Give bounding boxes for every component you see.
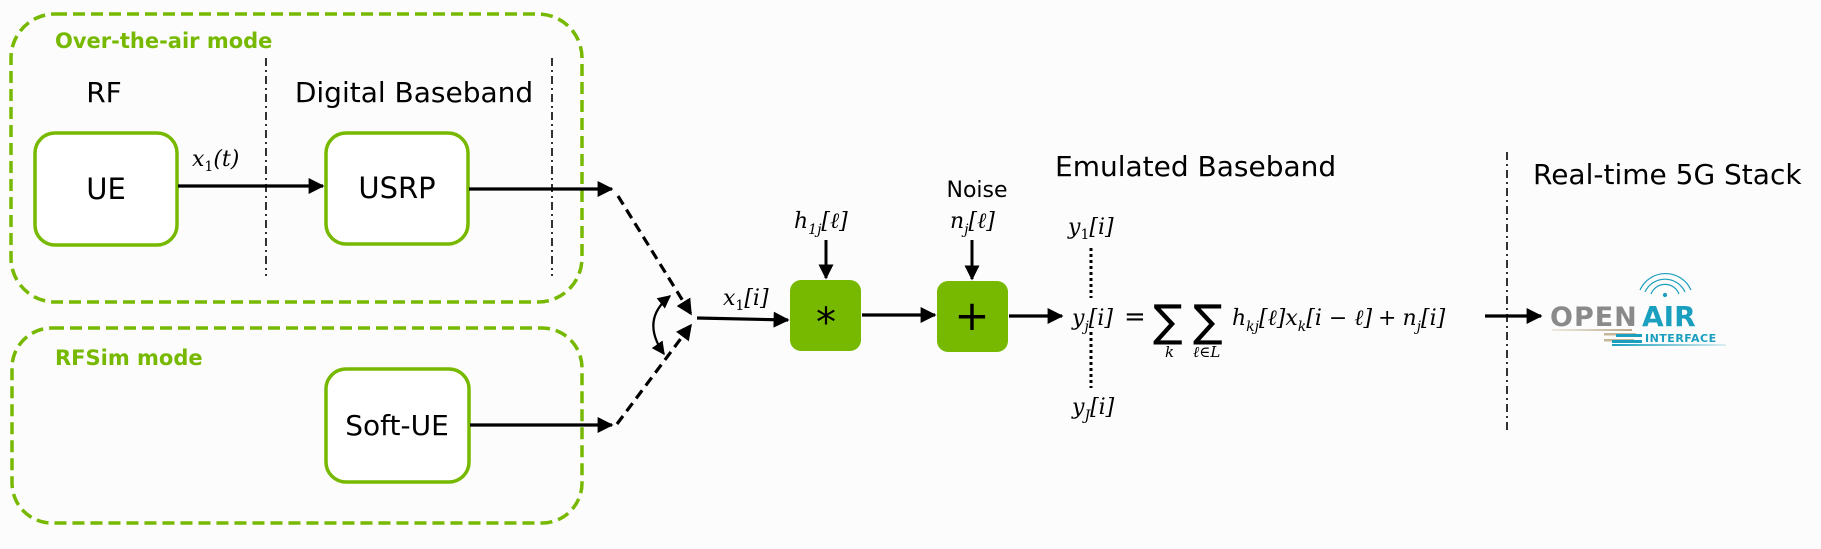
rfsim-mode-group: RFSim mode Soft-UE bbox=[10, 326, 614, 525]
output-y1: y1[i] bbox=[1067, 215, 1114, 243]
signal-h1j: h1j[ℓ] bbox=[794, 209, 848, 238]
rfsim-mode-boundary bbox=[10, 326, 584, 525]
adder-symbol: + bbox=[954, 291, 989, 340]
convolution-block[interactable]: * bbox=[790, 280, 861, 351]
equation-sum-k: ∑ bbox=[1153, 296, 1183, 347]
signal-x1-i: x1[i] bbox=[723, 286, 769, 314]
logo-interface: INTERFACE bbox=[1645, 332, 1717, 345]
channel-equation: = ∑ k ∑ ℓ∈L̄ hkj[ℓ]xk[i − ℓ]+nj[i] bbox=[1124, 296, 1446, 361]
logo-stripe-teal-2 bbox=[1612, 340, 1642, 343]
rfsim-mode-label: RFSim mode bbox=[55, 346, 203, 370]
switch-toggle-arrow bbox=[651, 295, 672, 356]
section-label-rf: RF bbox=[86, 76, 122, 109]
logo-stripe-teal-3 bbox=[1612, 344, 1726, 346]
equation-sum-k-sub: k bbox=[1165, 343, 1174, 361]
output-yj: yj[i] bbox=[1071, 306, 1113, 335]
wireless-signal-icon bbox=[1639, 273, 1692, 298]
ota-mode-label: Over-the-air mode bbox=[55, 29, 272, 53]
equation-terms: hkj[ℓ]xk[i − ℓ]+nj[i] bbox=[1232, 306, 1446, 335]
equation-equals: = bbox=[1124, 302, 1146, 332]
arrow-x1-to-conv bbox=[696, 311, 790, 328]
ue-label: UE bbox=[86, 172, 126, 206]
logo-stripe-tan-1 bbox=[1552, 329, 1632, 331]
section-label-emulated-baseband: Emulated Baseband bbox=[1055, 150, 1336, 183]
soft-ue-block[interactable]: Soft-UE bbox=[324, 367, 471, 484]
noise-label: Noise bbox=[946, 178, 1007, 203]
ue-block[interactable]: UE bbox=[33, 131, 179, 247]
logo-stripe-teal-1 bbox=[1616, 334, 1642, 337]
openairinterface-logo[interactable]: OPEN AIR INTERFACE bbox=[1550, 273, 1726, 346]
usrp-block[interactable]: USRP bbox=[324, 131, 470, 246]
mode-switch[interactable] bbox=[615, 195, 693, 425]
ota-mode-group: Over-the-air mode RF Digital Baseband UE… bbox=[9, 12, 614, 304]
ota-mode-boundary bbox=[9, 12, 584, 304]
signal-x1-t: x1(t) bbox=[192, 147, 239, 175]
dashed-path-ota bbox=[616, 195, 693, 316]
section-label-realtime-stack: Real-time 5G Stack bbox=[1533, 158, 1802, 191]
section-label-digital-baseband: Digital Baseband bbox=[295, 76, 533, 109]
equation-sum-l: ∑ bbox=[1193, 296, 1223, 347]
emulation-chain: x1[i] h1j[ℓ] * Noise nj[ℓ] + bbox=[696, 178, 1064, 352]
convolution-symbol: * bbox=[816, 300, 836, 346]
signal-nj: nj[ℓ] bbox=[950, 209, 995, 238]
output-yJ: yJ[i] bbox=[1071, 395, 1115, 424]
usrp-label: USRP bbox=[358, 171, 435, 205]
dashed-path-rfsim bbox=[615, 323, 693, 425]
emulated-baseband-section: Emulated Baseband y1[i] yj[i] yJ[i] = ∑ … bbox=[1055, 150, 1543, 424]
adder-block[interactable]: + bbox=[937, 281, 1008, 352]
soft-ue-label: Soft-UE bbox=[345, 409, 449, 442]
realtime-stack-section: Real-time 5G Stack OPEN AIR INTERFACE bbox=[1506, 152, 1802, 432]
logo-air: AIR bbox=[1642, 300, 1696, 333]
equation-sum-l-sub: ℓ∈L̄ bbox=[1193, 343, 1220, 361]
logo-open: OPEN bbox=[1550, 302, 1638, 333]
